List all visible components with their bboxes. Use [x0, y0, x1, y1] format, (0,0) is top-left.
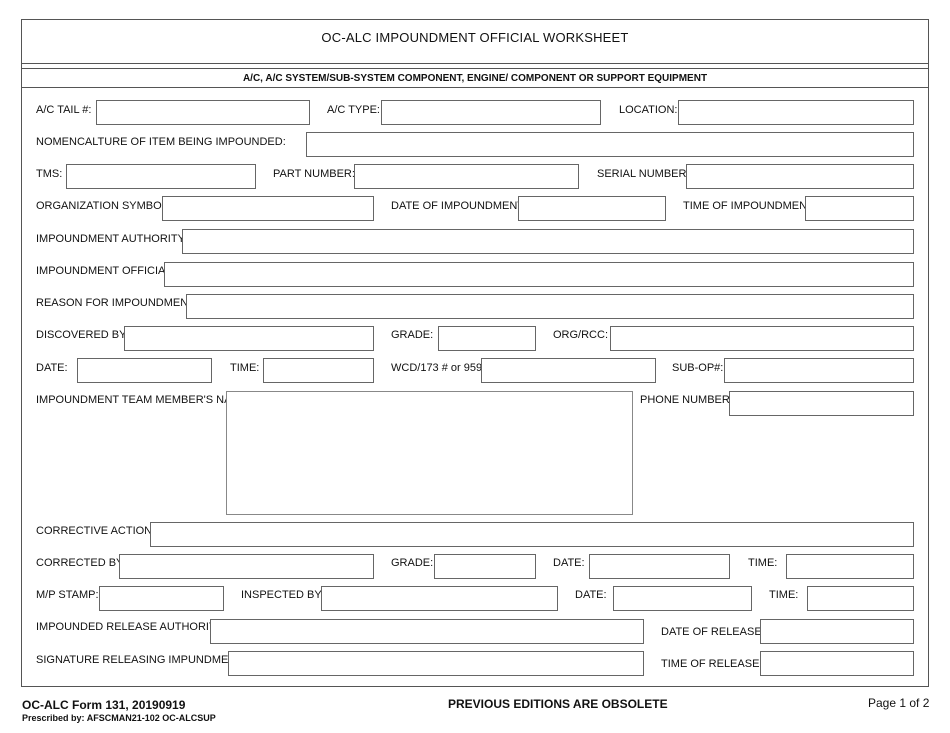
official-field[interactable] [164, 262, 914, 287]
serial-number-field[interactable] [686, 164, 914, 189]
ac-type-field[interactable] [381, 100, 601, 125]
corrected-by-field[interactable] [119, 554, 374, 579]
grade-label: GRADE: [391, 329, 434, 341]
part-number-label: PART NUMBER: [273, 168, 355, 180]
official-label: IMPOUNDMENT OFFICIAL: [36, 265, 175, 277]
release-authority-label: IMPOUNDED RELEASE AUTHORITY: [36, 621, 226, 633]
date3-label: DATE: [575, 589, 607, 601]
time-label: TIME: [230, 362, 260, 374]
date-impoundment-field[interactable] [518, 196, 666, 221]
reason-label: REASON FOR IMPOUNDMENT: [36, 297, 197, 309]
org-symbol-field[interactable] [162, 196, 374, 221]
mp-stamp-label: M/P STAMP: [36, 589, 99, 601]
date-release-field[interactable] [760, 619, 914, 644]
date-field[interactable] [77, 358, 212, 383]
inspected-by-field[interactable] [321, 586, 558, 611]
release-authority-field[interactable] [210, 619, 644, 644]
nomenclature-field[interactable] [306, 132, 914, 157]
subtitle-band: A/C, A/C SYSTEM/SUB-SYSTEM COMPONENT, EN… [21, 68, 929, 88]
sub-op-field[interactable] [724, 358, 914, 383]
tms-label: TMS: [36, 168, 63, 180]
time-field[interactable] [263, 358, 374, 383]
team-member-label: IMPOUNDMENT TEAM MEMBER'S NAME: [36, 394, 251, 406]
org-rcc-field[interactable] [610, 326, 914, 351]
tms-field[interactable] [66, 164, 256, 189]
phone-field[interactable] [729, 391, 914, 416]
corrective-label: CORRECTIVE ACTIONS: [36, 525, 163, 537]
part-number-field[interactable] [354, 164, 579, 189]
date-impoundment-label: DATE OF IMPOUNDMENT: [391, 200, 526, 212]
grade-field[interactable] [438, 326, 536, 351]
date-release-label: DATE OF RELEASE: [661, 626, 765, 638]
date3-field[interactable] [613, 586, 752, 611]
page-number: Page 1 of 2 [868, 696, 930, 710]
authority-field[interactable] [182, 229, 914, 254]
date2-label: DATE: [553, 557, 585, 569]
signature-release-field[interactable] [228, 651, 644, 676]
form-subtitle: A/C, A/C SYSTEM/SUB-SYSTEM COMPONENT, EN… [242, 73, 708, 84]
org-symbol-label: ORGANIZATION SYMBOL: [36, 200, 171, 212]
ac-type-label: A/C TYPE: [327, 104, 380, 116]
team-member-field[interactable] [226, 391, 633, 515]
time2-label: TIME: [748, 557, 778, 569]
signature-release-label: SIGNATURE RELEASING IMPUNDMENT: [36, 654, 245, 666]
time-release-field[interactable] [760, 651, 914, 676]
time3-label: TIME: [769, 589, 799, 601]
sub-op-label: SUB-OP#: [672, 362, 724, 374]
discovered-by-label: DISCOVERED BY: [36, 329, 129, 341]
corrected-by-label: CORRECTED BY: [36, 557, 126, 569]
location-label: LOCATION: [619, 104, 678, 116]
form-title: OC-ALC IMPOUNDMENT OFFICIAL WORKSHEET [321, 30, 629, 45]
grade2-label: GRADE: [391, 557, 434, 569]
form-id: OC-ALC Form 131, 20190919 [22, 698, 186, 712]
title-band: OC-ALC IMPOUNDMENT OFFICIAL WORKSHEET [21, 19, 929, 64]
serial-number-label: SERIAL NUMBER: [597, 168, 690, 180]
reason-field[interactable] [186, 294, 914, 319]
time3-field[interactable] [807, 586, 914, 611]
prescribed-by: Prescribed by: AFSCMAN21-102 OC-ALCSUP [22, 713, 216, 723]
time2-field[interactable] [786, 554, 914, 579]
time-impoundment-label: TIME OF IMPOUNDMENT: [683, 200, 816, 212]
phone-label: PHONE NUMBER: [640, 394, 733, 406]
wcd-label: WCD/173 # or 959: [391, 362, 486, 374]
authority-label: IMPOUNDMENT AUTHORITY: [36, 233, 188, 245]
time-release-label: TIME OF RELEASE: [661, 658, 763, 670]
date-label: DATE: [36, 362, 68, 374]
corrective-field[interactable] [150, 522, 914, 547]
mp-stamp-field[interactable] [99, 586, 224, 611]
obsolete-notice: PREVIOUS EDITIONS ARE OBSOLETE [448, 697, 668, 711]
org-rcc-label: ORG/RCC: [553, 329, 608, 341]
discovered-by-field[interactable] [124, 326, 374, 351]
ac-tail-label: A/C TAIL #: [36, 104, 92, 116]
grade2-field[interactable] [434, 554, 536, 579]
inspected-by-label: INSPECTED BY: [241, 589, 325, 601]
nomenclature-label: NOMENCALTURE OF ITEM BEING IMPOUNDED: [36, 136, 286, 148]
location-field[interactable] [678, 100, 914, 125]
time-impoundment-field[interactable] [805, 196, 914, 221]
date2-field[interactable] [589, 554, 730, 579]
wcd-field[interactable] [481, 358, 656, 383]
ac-tail-field[interactable] [96, 100, 310, 125]
form-frame [21, 19, 929, 687]
